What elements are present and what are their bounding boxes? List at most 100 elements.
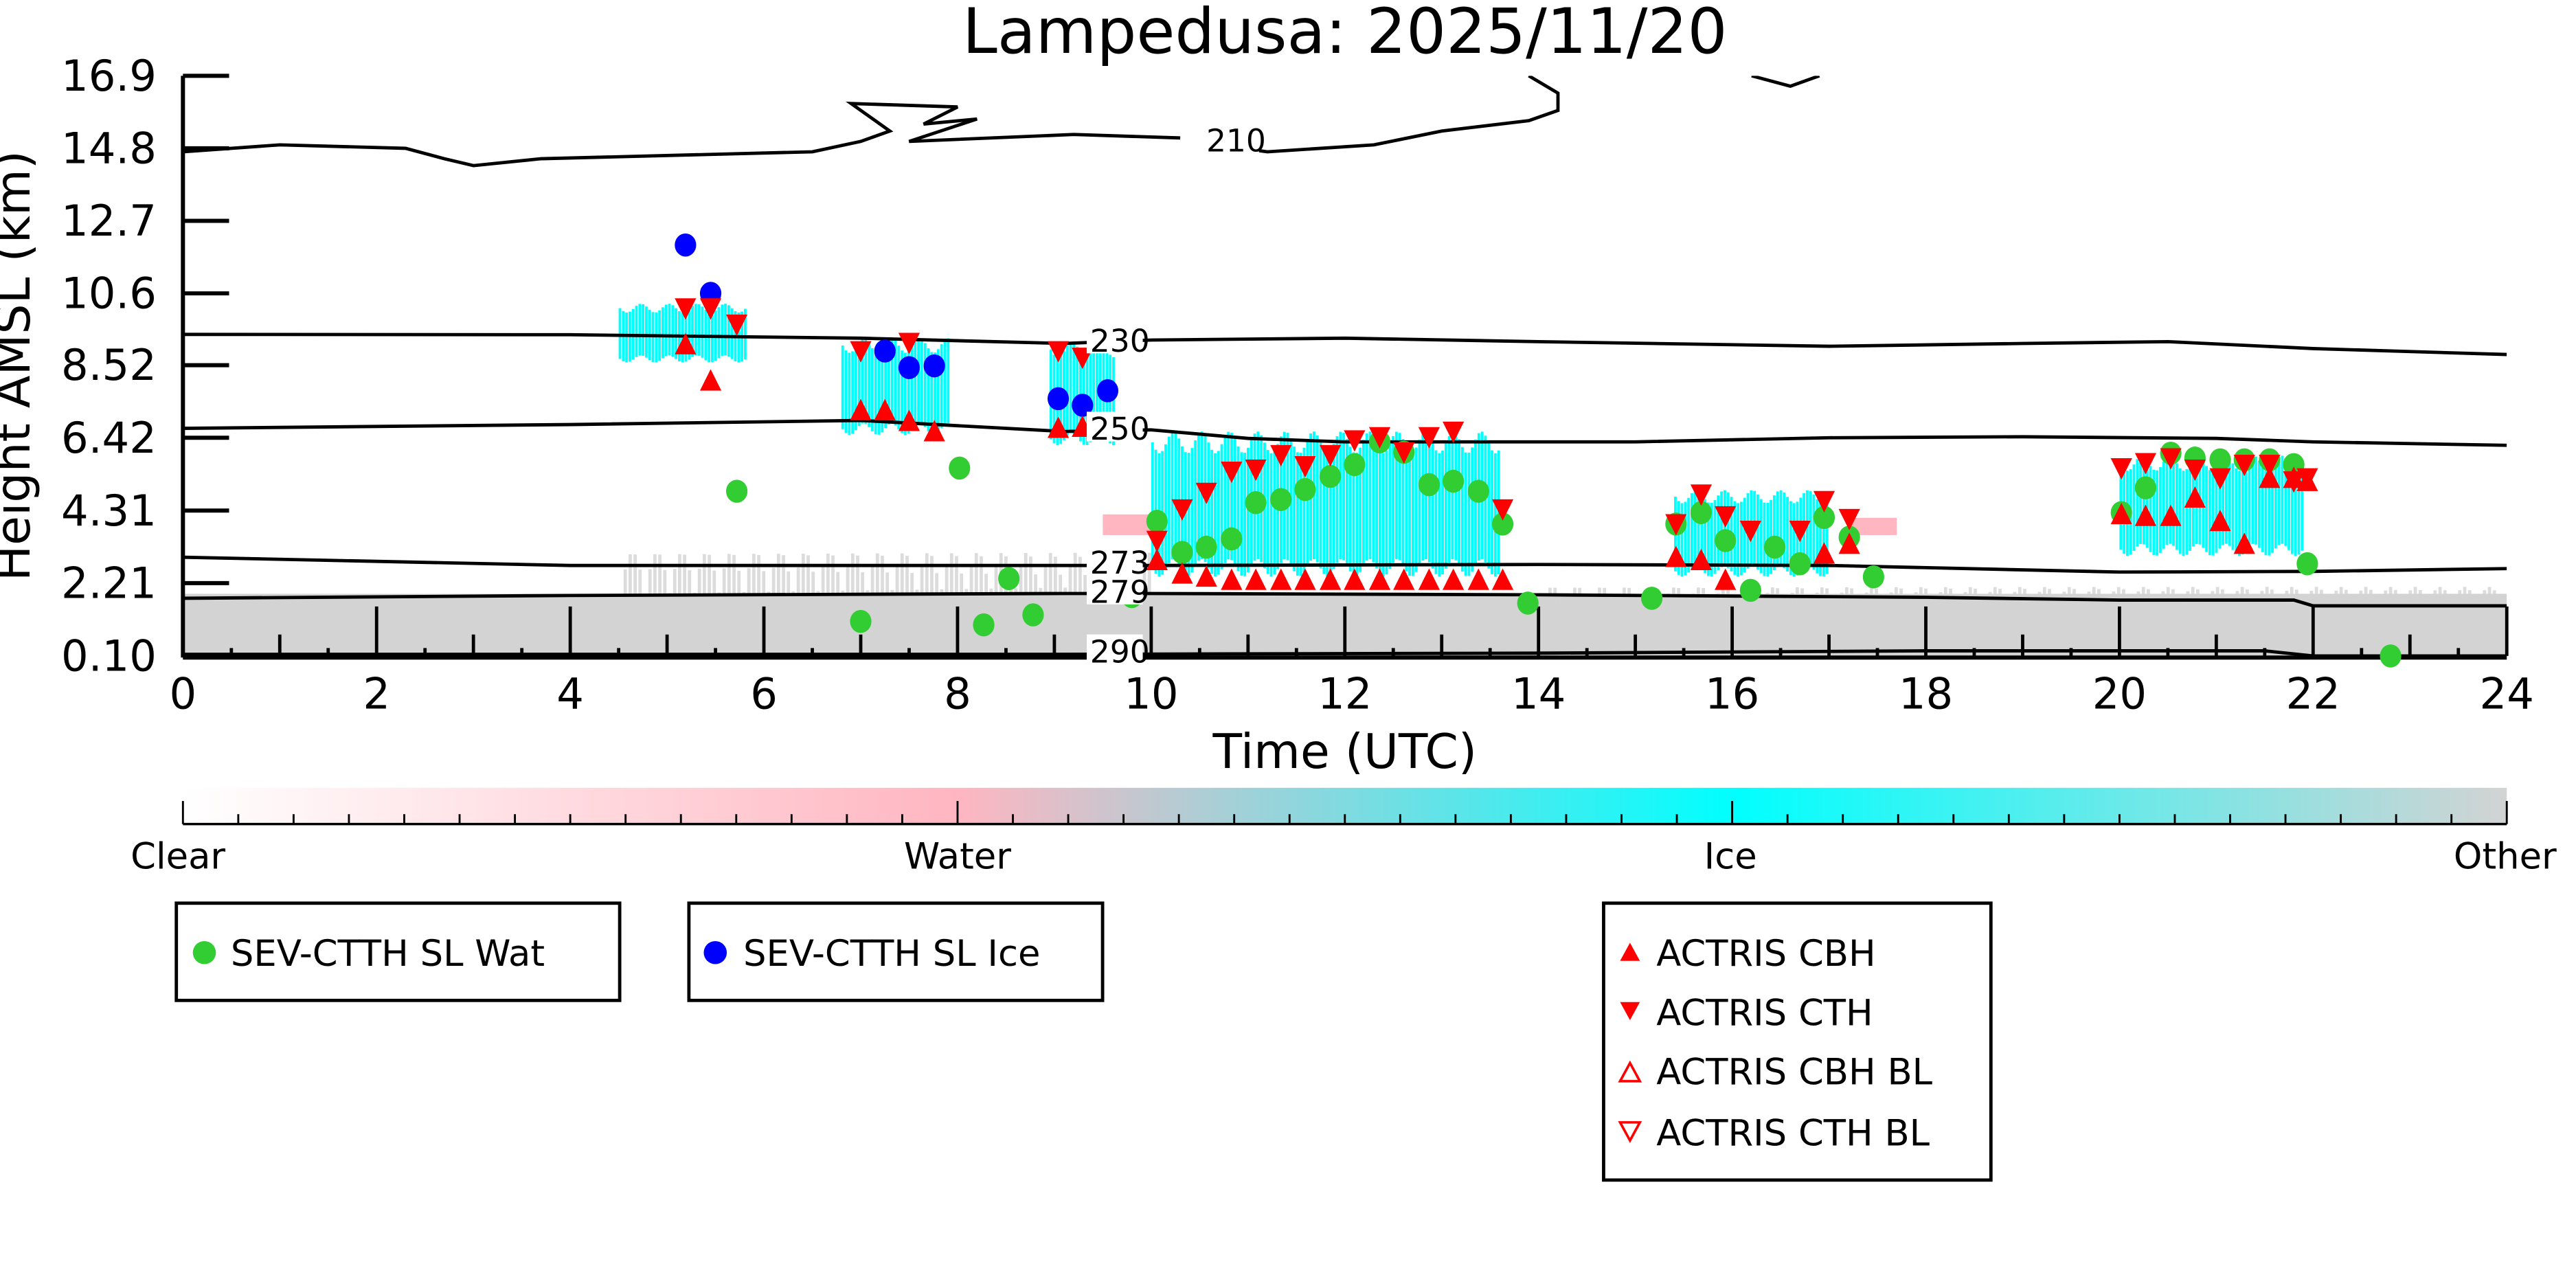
other-patch-strip — [2215, 587, 2219, 605]
ice-patch-strip — [1220, 444, 1223, 569]
y-tick-label: 12.7 — [61, 196, 157, 246]
ice-patch-strip — [1398, 433, 1401, 561]
ice-patch-strip — [1217, 451, 1220, 575]
other-patch-strip — [890, 589, 894, 594]
ice-patch-strip — [864, 339, 868, 425]
actris-cbh-point — [923, 420, 945, 442]
ice-patch-strip — [2301, 464, 2304, 551]
ice-patch-strip — [2162, 462, 2165, 549]
ice-patch-strip — [1355, 452, 1359, 576]
other-patch-strip — [742, 591, 746, 594]
colorbar-label-other: Other — [2454, 835, 2557, 877]
ice-patch-strip — [1434, 450, 1438, 574]
ice-patch-strip — [1414, 447, 1418, 572]
actris-cth-point — [1294, 456, 1316, 478]
sev-wat-point — [949, 456, 971, 480]
ice-patch-strip — [2136, 459, 2139, 547]
other-patch-strip — [653, 554, 657, 594]
other-patch-strip — [2384, 590, 2388, 605]
other-patch-strip — [2008, 601, 2012, 605]
ice-patch-strip — [1427, 436, 1431, 563]
actris-cbh-point — [1690, 548, 1713, 571]
actris-cbh-point — [1393, 568, 1415, 590]
ice-patch-strip — [2156, 470, 2159, 556]
other-patch-strip — [2290, 587, 2294, 605]
sev-wat-point — [1467, 479, 1489, 503]
other-patch-strip — [1039, 587, 1043, 594]
other-patch-strip — [1024, 553, 1028, 594]
ice-patch-strip — [2277, 457, 2281, 545]
other-patch-strip — [1909, 602, 1913, 605]
ice-patch-strip — [1460, 447, 1464, 572]
ice-patch-strip — [2274, 461, 2277, 549]
ice-patch-strip — [1451, 431, 1454, 560]
ice-patch-strip — [2143, 456, 2145, 545]
ice-patch-strip — [1677, 501, 1680, 575]
ice-patch-strip — [1362, 440, 1365, 566]
other-patch-strip — [826, 553, 830, 594]
other-patch-strip — [945, 565, 949, 594]
y-tick-label: 16.9 — [61, 51, 157, 101]
other-patch-strip — [2195, 589, 2200, 605]
other-patch-strip — [1781, 595, 1785, 605]
y-tick-label: 8.52 — [61, 340, 157, 390]
actris-cbh-point — [1368, 568, 1391, 590]
ice-patch-strip — [940, 343, 943, 428]
ice-patch-strip — [664, 304, 668, 357]
other-patch-strip — [1761, 602, 1765, 605]
other-patch-strip — [1765, 593, 1770, 605]
contour-label: 290 — [1090, 633, 1150, 670]
ice-patch-strip — [1306, 440, 1309, 566]
other-patch-strip — [2132, 600, 2136, 605]
other-patch-strip — [692, 592, 697, 594]
other-patch-strip — [1558, 594, 1562, 605]
other-patch-strip — [2003, 596, 2007, 605]
other-patch-strip — [2483, 590, 2487, 605]
ice-patch-strip — [1273, 451, 1276, 575]
actris-cbh-point — [1443, 568, 1465, 590]
actris-cth-point — [1789, 521, 1811, 543]
sev-wat-point — [1517, 591, 1539, 615]
other-patch-strip — [2092, 587, 2096, 605]
actris-cbh-point — [699, 369, 722, 391]
other-patch-strip — [1083, 575, 1087, 594]
other-patch-strip — [752, 554, 756, 594]
actris-cbh-point — [675, 332, 697, 354]
ice-patch-strip — [2205, 466, 2208, 552]
other-patch-strip — [1929, 596, 1933, 605]
ice-patch-strip — [1809, 490, 1812, 567]
contour-label-bg — [1086, 574, 1143, 605]
contour-label: 279 — [1090, 574, 1150, 610]
other-patch-strip — [2141, 587, 2145, 605]
ice-patch-strip — [1174, 432, 1177, 561]
actris-cth-point — [1245, 460, 1267, 482]
actris-cbh-point — [1270, 568, 1292, 590]
ice-patch-strip — [1230, 432, 1233, 561]
ice-patch-strip — [881, 349, 884, 433]
other-patch-strip — [2057, 601, 2061, 605]
ice-patch-strip — [675, 308, 678, 359]
actris-cbh-point — [1344, 568, 1366, 590]
other-patch-strip — [2280, 600, 2284, 605]
ice-patch-strip — [1720, 491, 1724, 567]
ice-patch-strip — [2255, 456, 2257, 545]
actris-cbh-point — [1418, 568, 1440, 590]
contour-line-230 — [183, 332, 2507, 357]
ice-patch-strip — [923, 343, 927, 427]
ice-patch-strip — [2175, 463, 2178, 550]
sev-wat-point — [1320, 464, 1342, 488]
x-tick-label: 10 — [1124, 669, 1178, 719]
actris-cbh-point — [2233, 532, 2255, 554]
y-tick-label: 10.6 — [61, 269, 157, 319]
other-patch-strip — [960, 573, 964, 594]
actris-cth-point — [850, 341, 872, 363]
other-patch-strip — [697, 568, 701, 594]
actris-cth-point — [2283, 471, 2305, 493]
sev-ice-point — [874, 339, 896, 363]
other-patch-strip — [688, 570, 692, 594]
other-patch-strip — [1054, 556, 1057, 594]
ice-patch-strip — [1394, 431, 1398, 560]
other-patch-strip — [629, 554, 632, 594]
ice-patch-strip — [861, 338, 864, 424]
actris-cth-point — [2209, 468, 2231, 490]
